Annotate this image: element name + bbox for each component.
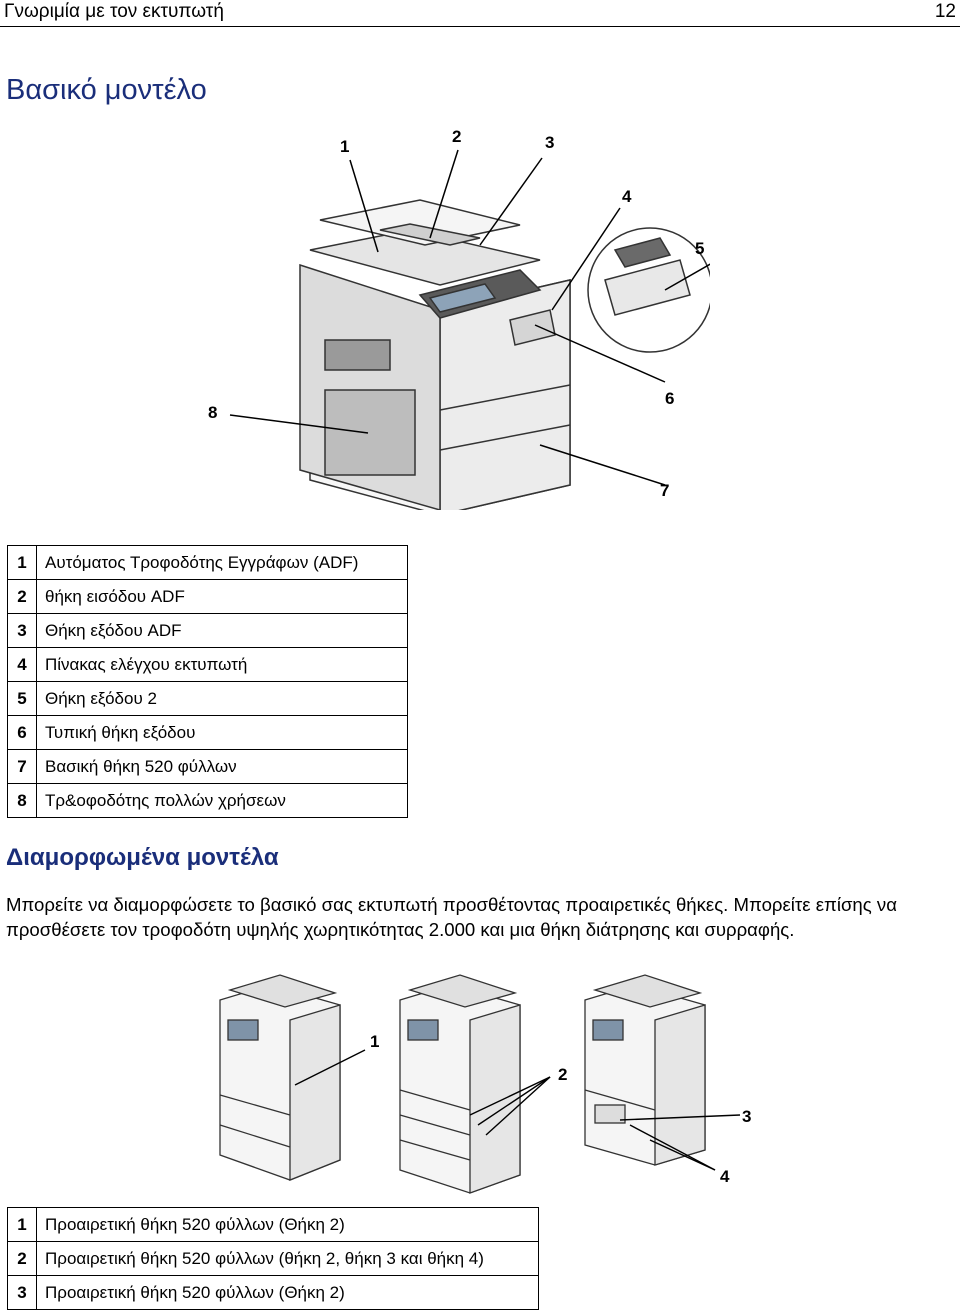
printer-illustration-configured: 1 2 3 4 (219, 974, 751, 1194)
callout-3: 3 (545, 133, 554, 152)
callout-7: 7 (660, 481, 669, 500)
legend-number: 2 (7, 1241, 37, 1276)
legend-number: 2 (7, 579, 37, 614)
callout-8: 8 (208, 403, 217, 422)
legend-label: Προαιρετική θήκη 520 φύλλων (Θήκη 2) (36, 1207, 539, 1242)
legend-label: Προαιρετική θήκη 520 φύλλων (Θήκη 2) (36, 1275, 539, 1310)
legend-label: Τρ&οφοδότης πολλών χρήσεων (36, 783, 408, 818)
header-title: Γνωριμία με τον εκτυπωτή (4, 1, 224, 22)
printer-illustration-basic: 1 2 3 4 5 6 7 8 (208, 127, 710, 510)
callout-configured-2: 2 (558, 1065, 567, 1084)
callout-2: 2 (452, 127, 461, 146)
callout-configured-1: 1 (370, 1032, 379, 1051)
section-paragraph: Μπορείτε να διαμορφώσετε το βασικό σας ε… (6, 894, 897, 940)
legend-number: 8 (7, 783, 37, 818)
legend-label: Θήκη εξόδου ADF (36, 613, 408, 648)
page-number: 12 (934, 1, 956, 22)
callout-configured-3: 3 (742, 1107, 751, 1126)
callout-4: 4 (622, 187, 632, 206)
legend-label: Τυπική θήκη εξόδου (36, 715, 408, 750)
legend-number: 1 (7, 1207, 37, 1242)
legend-number: 3 (7, 613, 37, 648)
callout-configured-4: 4 (720, 1167, 730, 1186)
legend-label: Αυτόματος Τροφοδότης Εγγράφων (ADF) (36, 545, 408, 580)
section-title-configured-models: Διαμορφωμένα μοντέλα (6, 844, 279, 871)
legend-label: Προαιρετική θήκη 520 φύλλων (θήκη 2, θήκ… (36, 1241, 539, 1276)
legend-label: Πίνακας ελέγχου εκτυπωτή (36, 647, 408, 682)
legend-number: 7 (7, 749, 37, 784)
legend-number: 1 (7, 545, 37, 580)
legend-number: 5 (7, 681, 37, 716)
legend-number: 3 (7, 1275, 37, 1310)
callout-1: 1 (340, 137, 349, 156)
callout-5: 5 (695, 239, 704, 258)
legend-label: θήκη εισόδου ADF (36, 579, 408, 614)
section-title-basic-model: Βασικό μοντέλο (6, 74, 207, 106)
legend-label: Βασική θήκη 520 φύλλων (36, 749, 408, 784)
legend-number: 6 (7, 715, 37, 750)
legend-number: 4 (7, 647, 37, 682)
legend-label: Θήκη εξόδου 2 (36, 681, 408, 716)
page-header: Γνωριμία με τον εκτυπωτή 12 (0, 0, 960, 27)
callout-6: 6 (665, 389, 674, 408)
